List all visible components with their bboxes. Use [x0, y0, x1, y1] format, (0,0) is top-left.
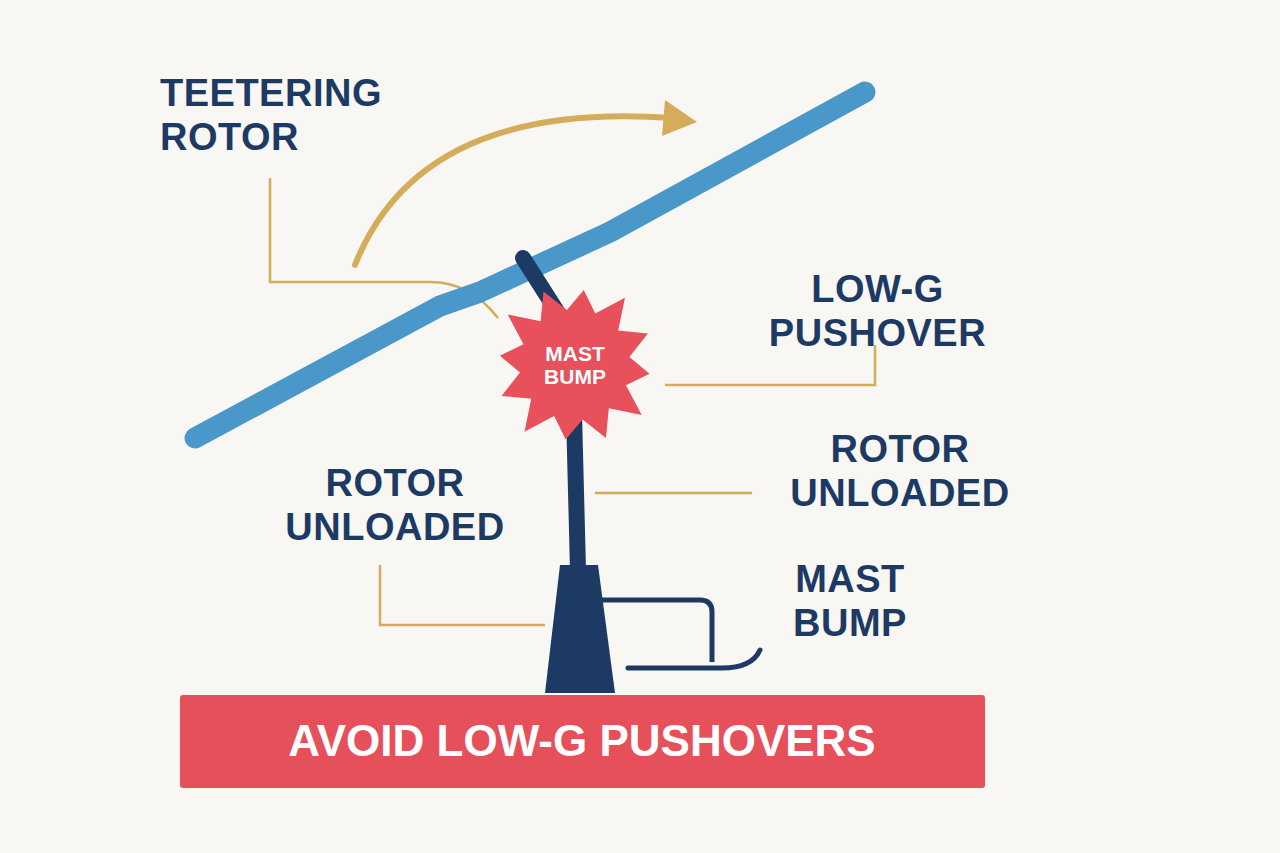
- warning-banner: AVOID LOW-G PUSHOVERS: [180, 695, 985, 788]
- banner-fill: [180, 695, 985, 788]
- skid-runner: [628, 650, 760, 668]
- maneuver-label: LOW-G PUSHOVER: [755, 268, 1000, 355]
- fuselage-base: [545, 565, 615, 693]
- starburst-callout: MAST BUMP: [489, 279, 660, 450]
- motion-arrow: [355, 116, 672, 265]
- part-label: TEETERING ROTOR: [160, 72, 420, 159]
- arrow-head: [662, 100, 697, 136]
- state-label: ROTOR UNLOADED: [790, 428, 1010, 515]
- skid-strut: [598, 600, 712, 662]
- leader-line: [380, 565, 545, 625]
- state-label: ROTOR UNLOADED: [285, 462, 505, 549]
- callout-text: AVOID LOW-G PUSHOVERS: [288, 717, 875, 765]
- hazard-label: MAST BUMP: [770, 558, 930, 645]
- leader-line: [595, 492, 752, 495]
- starburst-fill: [500, 290, 650, 440]
- callout-text: MAST BUMP: [530, 342, 620, 388]
